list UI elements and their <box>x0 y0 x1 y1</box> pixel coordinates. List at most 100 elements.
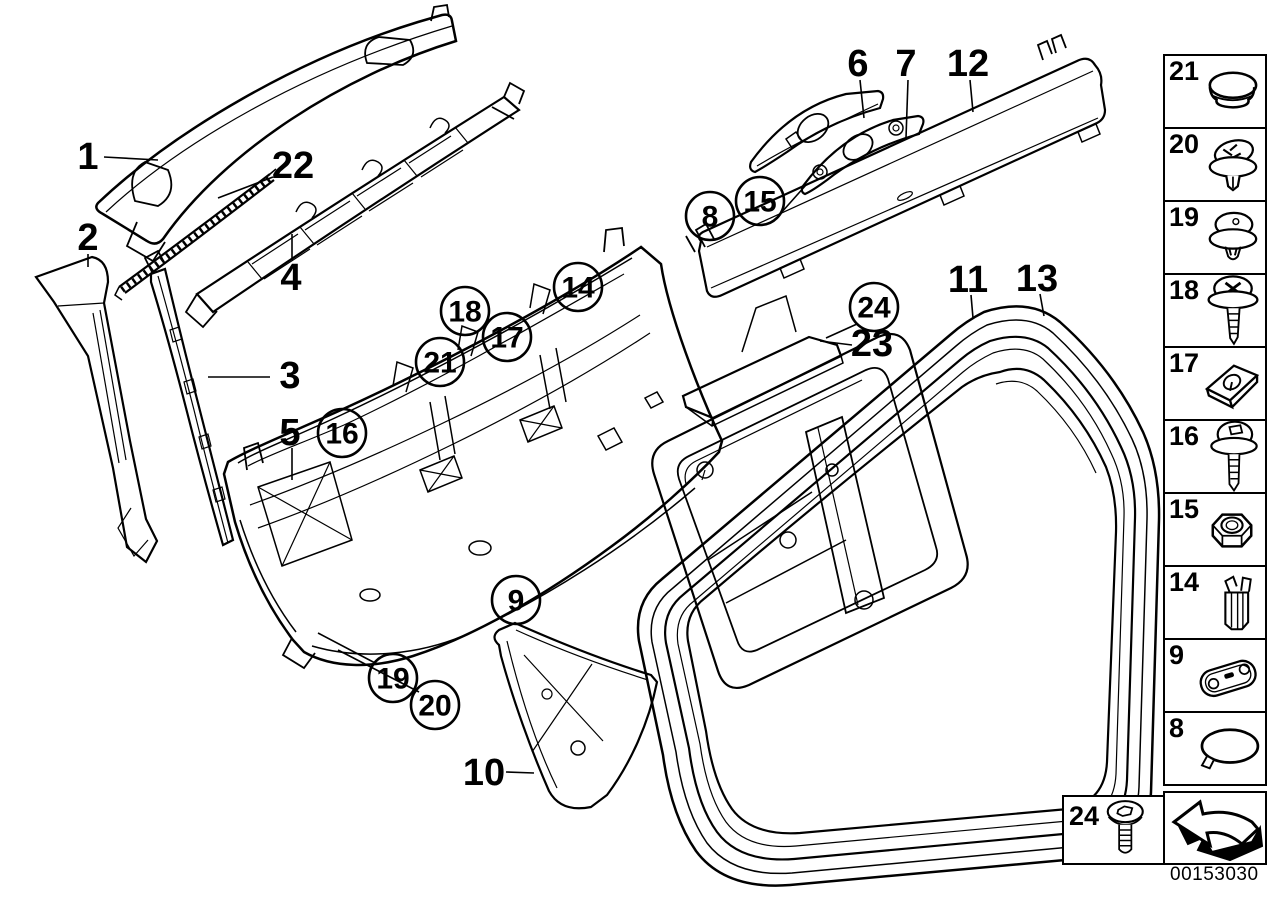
leader-line-13 <box>1039 293 1045 317</box>
callout-10[interactable]: 10 <box>463 752 505 794</box>
leader-line-15 <box>780 184 807 214</box>
callout-22[interactable]: 22 <box>272 145 314 187</box>
callout-17[interactable]: 17 <box>481 311 533 363</box>
leader-line-23 <box>819 340 853 346</box>
svg-text:16: 16 <box>325 418 358 451</box>
callout-13[interactable]: 13 <box>1016 258 1058 300</box>
callout-20[interactable]: 20 <box>409 679 461 731</box>
callout-21[interactable]: 21 <box>414 336 466 388</box>
svg-text:17: 17 <box>490 322 523 355</box>
svg-text:8: 8 <box>702 201 719 234</box>
callout-23[interactable]: 23 <box>851 323 893 365</box>
svg-text:13: 13 <box>1016 258 1058 300</box>
blind-plug-icon <box>1201 65 1263 119</box>
callout-4[interactable]: 4 <box>280 257 301 299</box>
callout-5[interactable]: 5 <box>279 412 300 454</box>
part-1-header-trim <box>95 3 458 263</box>
svg-text:12: 12 <box>947 43 989 85</box>
torx-screw-icon <box>1205 417 1263 497</box>
svg-text:14: 14 <box>561 272 595 305</box>
svg-text:24: 24 <box>857 292 891 325</box>
back-arrow-icon <box>1171 799 1264 862</box>
expanding-rivet-icon <box>1201 136 1263 194</box>
part-5-main-trim-panel <box>222 226 724 670</box>
leader-line-24 <box>825 323 858 339</box>
svg-text:1: 1 <box>77 136 98 178</box>
legend-item-number: 17 <box>1169 348 1200 378</box>
callout-1[interactable]: 1 <box>77 136 98 178</box>
callout-24[interactable]: 24 <box>848 281 900 333</box>
callout-9[interactable]: 9 <box>490 574 542 626</box>
part-3-side-frame-trim <box>143 249 235 547</box>
svg-text:19: 19 <box>376 663 409 696</box>
leader-line-11 <box>970 294 974 319</box>
leader-line-6 <box>859 79 865 119</box>
callout-18[interactable]: 18 <box>439 285 491 337</box>
svg-text:5: 5 <box>279 412 300 454</box>
legend-item-20[interactable]: 20 <box>1163 127 1267 202</box>
speed-nut-icon <box>1201 357 1263 411</box>
leader-line-1 <box>103 156 159 161</box>
svg-text:20: 20 <box>418 690 451 723</box>
legend-item-number: 8 <box>1169 713 1185 743</box>
phillips-screw-icon <box>1203 274 1263 348</box>
rear-window-glass <box>686 367 1118 835</box>
svg-text:7: 7 <box>895 43 916 85</box>
svg-text:6: 6 <box>847 43 868 85</box>
svg-text:11: 11 <box>948 259 988 301</box>
leader-line-19 <box>317 632 378 665</box>
legend-item-15[interactable]: 15 <box>1163 492 1267 567</box>
callout-3[interactable]: 3 <box>279 355 300 397</box>
legend-item-9[interactable]: 9 <box>1163 638 1267 713</box>
legend-item-number: 16 <box>1169 421 1200 451</box>
legend-item-16[interactable]: 16 <box>1163 419 1267 494</box>
legend-item-number: 19 <box>1169 202 1200 232</box>
leader-line-10 <box>505 771 535 774</box>
part-4-mounting-strip <box>184 81 526 329</box>
dome-clip-icon <box>1201 209 1263 267</box>
svg-text:9: 9 <box>508 585 525 618</box>
part-2-pillar-trim <box>34 255 159 564</box>
part-12-upper-panel <box>685 33 1107 298</box>
diagram-image-number: 00153030 <box>1170 864 1259 885</box>
plastic-clip-icon <box>1207 568 1263 638</box>
legend-item-number: 21 <box>1169 56 1200 86</box>
svg-text:10: 10 <box>463 752 505 794</box>
callout-6[interactable]: 6 <box>847 43 868 85</box>
legend-item-19[interactable]: 19 <box>1163 200 1267 275</box>
cover-plate-icon <box>1193 649 1263 703</box>
svg-text:3: 3 <box>279 355 300 397</box>
svg-text:4: 4 <box>280 257 301 299</box>
callout-12[interactable]: 12 <box>947 43 989 85</box>
countersunk-screw-icon <box>1099 798 1155 862</box>
legend-item-number: 14 <box>1169 567 1200 597</box>
callout-11[interactable]: 11 <box>948 259 988 301</box>
callout-2[interactable]: 2 <box>77 217 98 259</box>
leader-line-22 <box>217 176 274 199</box>
callout-7[interactable]: 7 <box>895 43 916 85</box>
svg-text:18: 18 <box>448 296 481 329</box>
callout-19[interactable]: 19 <box>367 652 419 704</box>
nav-arrow-button[interactable] <box>1163 791 1267 865</box>
part-6-handle-cover <box>749 89 885 174</box>
callout-15[interactable]: 15 <box>734 175 786 227</box>
legend-item-8[interactable]: 8 <box>1163 711 1267 786</box>
part-7-handle-bracket <box>800 114 925 196</box>
callout-16[interactable]: 16 <box>316 407 368 459</box>
leader-line-20 <box>337 649 420 693</box>
callout-8[interactable]: 8 <box>684 190 736 242</box>
legend-item-14[interactable]: 14 <box>1163 565 1267 640</box>
part-10-lower-panel <box>493 621 659 810</box>
legend-item-18[interactable]: 18 <box>1163 273 1267 348</box>
legend-item-17[interactable]: 17 <box>1163 346 1267 421</box>
part-23-damper-pad <box>681 335 844 427</box>
part-22-gasket-strip <box>114 168 277 301</box>
callout-14[interactable]: 14 <box>552 261 604 313</box>
tailgate-inner-frame <box>596 294 969 689</box>
legend-item-24[interactable]: 24 <box>1062 795 1165 865</box>
legend-item-21[interactable]: 21 <box>1163 54 1267 129</box>
hex-nut-icon <box>1201 505 1263 555</box>
svg-text:15: 15 <box>743 186 776 219</box>
